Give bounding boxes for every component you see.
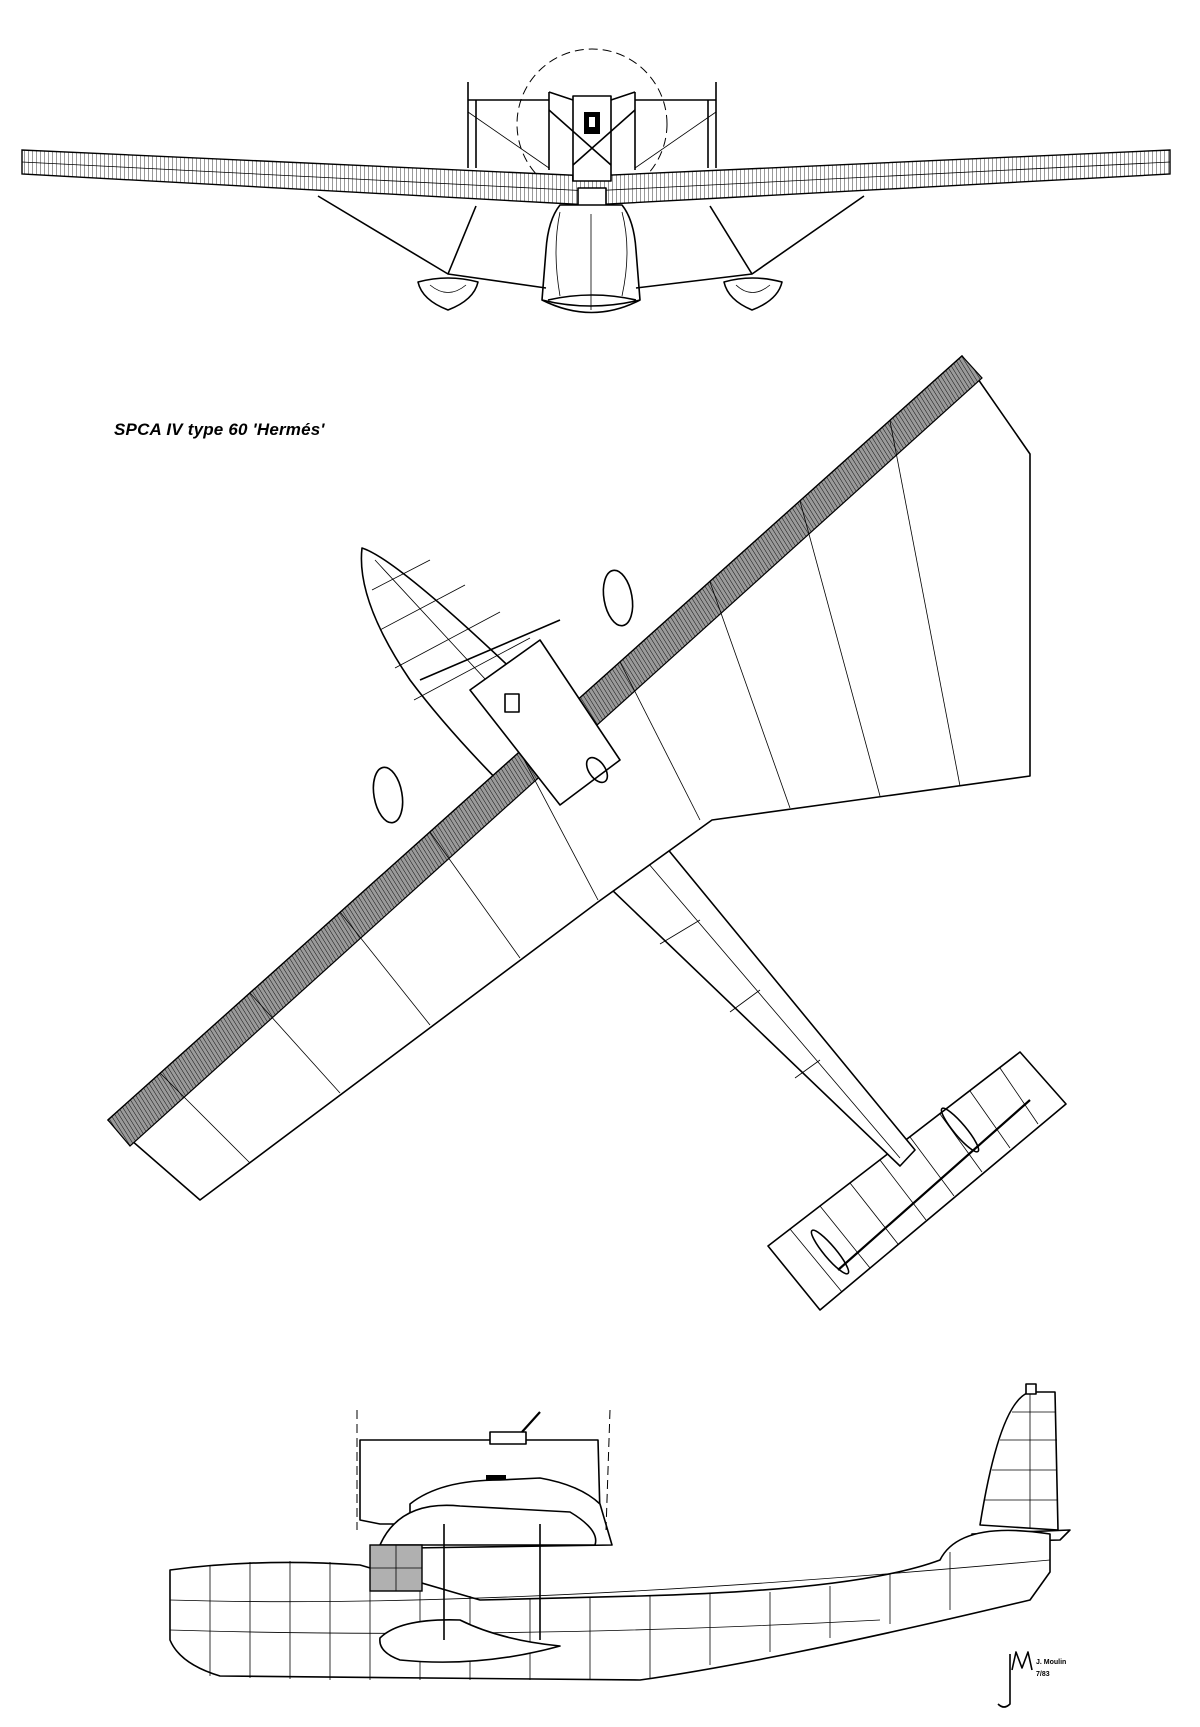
drawing-title: SPCA IV type 60 'Hermés': [114, 420, 325, 439]
signature-date: 7/83: [1036, 1671, 1050, 1678]
front-engine-nacelle: [467, 82, 717, 182]
side-wing-engine: [356, 1409, 613, 1640]
side-view: J. Moulin 7/83: [169, 1383, 1071, 1708]
signature-name: J. Moulin: [1036, 1659, 1066, 1666]
front-hull: [541, 187, 641, 314]
top-main-wing: [107, 355, 1031, 1201]
top-tailplane: [767, 1051, 1067, 1311]
side-fin: [971, 1383, 1071, 1543]
front-view: [21, 48, 1171, 314]
top-engine-nacelle: [469, 639, 621, 806]
top-view: [107, 355, 1067, 1311]
front-wing-floats: [317, 195, 865, 311]
side-hull: [169, 1529, 1051, 1681]
signature: J. Moulin 7/83: [997, 1651, 1066, 1708]
